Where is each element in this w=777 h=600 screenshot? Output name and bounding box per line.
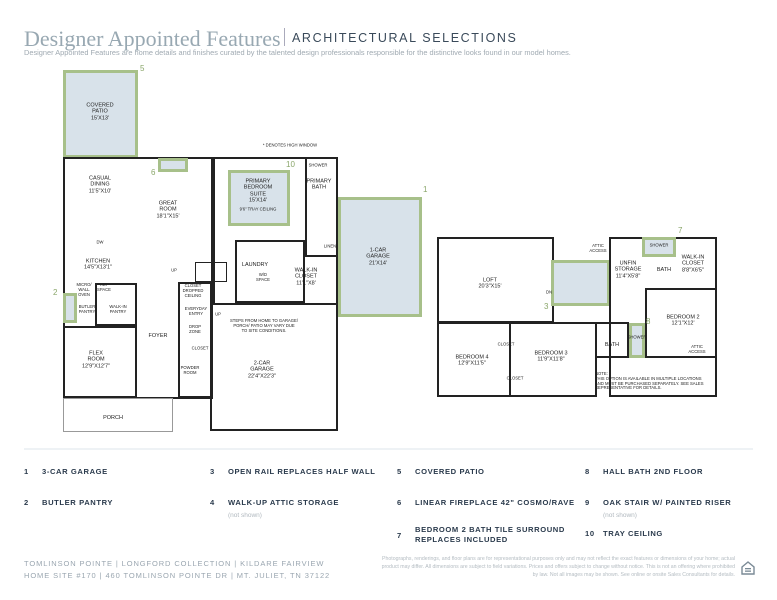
room-label: ATTIC ACCESS [688,344,706,354]
room-label: KITCHEN 14'5"X13'1" [83,258,113,271]
room-label: CLOSET [191,345,209,351]
room-label: BEDROOM 4 12'9"X11'5" [455,354,489,367]
room-label: SHOWER [649,242,669,248]
marker: 7 [678,226,683,235]
room-label: GREAT ROOM 18'1"X15' [156,200,180,220]
option-note: NOTE: THIS OPTION IS AVAILABLE IN MULTIP… [595,371,704,391]
room-label: BEDROOM 3 11'9"X11'8" [534,350,568,363]
title-divider [284,28,285,46]
community-line: TOMLINSON POINTE | LONGFORD COLLECTION |… [24,559,325,568]
covered-patio-option [63,70,138,158]
marker: 5 [140,64,145,73]
page-subtitle: ARCHITECTURAL SELECTIONS [292,31,518,45]
room-label: FOYER [148,332,168,339]
room-label: 1-CAR GARAGE 21'X14' [366,247,390,267]
room-label: LINEN [323,243,337,249]
fireplace-option [158,158,188,172]
room-label: WALK-IN CLOSET 11'1"X8' [294,267,318,287]
equal-housing-opportunity-icon [740,560,756,576]
room-label: UNFIN STORAGE 11'4"X5'8" [614,260,642,280]
room-label: 2-CAR GARAGE 22'4"X22'3" [247,360,277,380]
room-label: BATH [656,266,672,273]
room-label: POWDER ROOM [180,365,200,375]
hall-shower-option [629,323,645,358]
divider [24,448,753,450]
room-label: WALK-IN PANTRY [109,304,127,314]
marker: 10 [286,160,295,169]
marker: 3 [544,302,549,311]
one-car-garage-option [338,197,422,317]
primary-bath-walls [305,157,338,257]
marker: 2 [53,288,58,297]
pantry-walls [95,283,137,326]
room-label: DROP ZONE [188,324,202,334]
porch-outline [63,398,173,432]
room-label: PRIMARY BEDROOM SUITE 15'X14' [243,178,273,204]
marker: 6 [151,168,156,177]
room-label: ATTIC ACCESS [589,243,607,253]
open-rail-option [551,260,610,306]
room-label: 9'6" TRAY CEILING [239,206,277,212]
steps-note: STEPS FROM HOME TO GARAGE/ PORCH/ PATIO … [229,317,299,333]
room-label: PORCH [103,414,123,421]
tray-ceiling-option [228,170,290,226]
room-label: EVERYDAY ENTRY [184,306,208,316]
laundry-closet-walls [235,240,305,303]
room-label: CLOSET [497,341,515,347]
room-label: W/D SPACE [256,272,270,282]
stair [195,262,227,282]
flex-room-walls [63,326,137,398]
room-label: PRIMARY BATH [306,178,332,191]
bedroom-3-walls [509,322,597,397]
shower-tile-option [642,237,676,257]
room-label: DN [545,289,553,295]
room-label: BATH [604,341,620,348]
room-label: COVERED PATIO 15'X13' [86,102,114,122]
high-window-note: * DENOTES HIGH WINDOW [262,142,318,148]
bedroom-2-walls [645,288,717,358]
room-label: REF SPACE [97,282,111,292]
page-title: Designer Appointed Features [24,26,281,51]
room-label: UP [215,311,221,317]
marker: 1 [423,185,428,194]
butler-pantry-option [63,293,77,323]
legal-disclaimer: Photographs, renderings, and floor plans… [381,556,735,578]
room-label: CASUAL DINING 11'5"X10' [88,175,112,195]
intro-text: Designer Appointed Features are home det… [24,48,571,57]
room-label: BEDROOM 2 12'1"X12' [666,314,700,327]
room-label: DW [96,239,104,245]
room-label: CLOSET DROPPED CEILING [182,282,204,298]
room-label: UP [171,267,177,273]
room-label: BUTLER PANTRY [78,304,96,314]
address-line: HOME SITE #170 | 460 TOMLINSON POINTE DR… [24,571,331,580]
room-label: CLOSET [506,375,524,381]
room-label: SHOWER [308,162,328,168]
room-label: WALK-IN CLOSET 8'8"X6'5" [681,254,705,274]
marker: 8 [646,317,651,326]
room-label: FLEX ROOM 12'9"X12'7" [81,350,111,370]
room-label: SHOWER [627,334,647,340]
hall-bath-walls [595,322,629,358]
entry-closets-walls [178,282,212,398]
room-label: LAUNDRY [241,261,269,268]
room-label: LOFT 20'3"X15' [478,277,502,290]
room-label: MICRO/ WALL OVEN [76,281,92,297]
